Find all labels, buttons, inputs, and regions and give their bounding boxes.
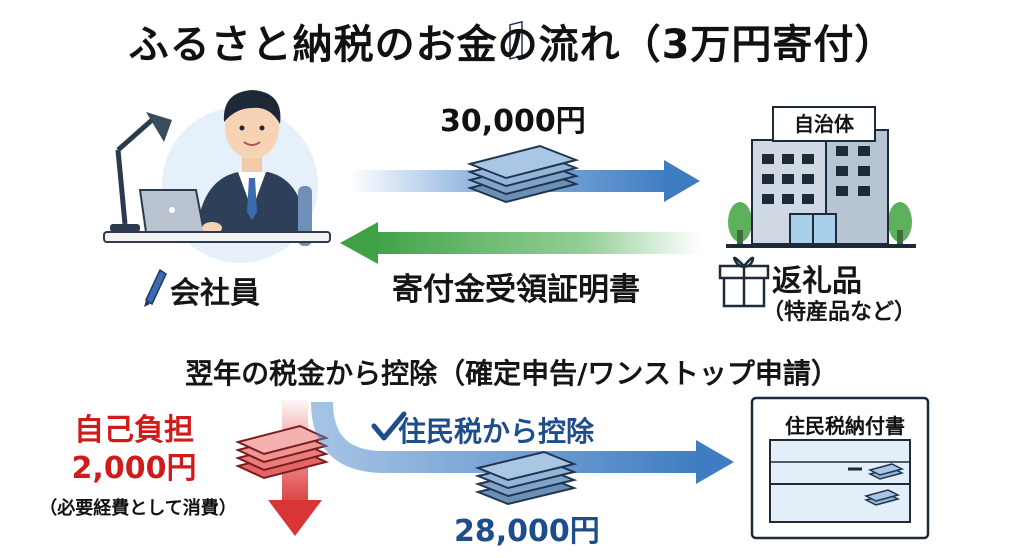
self-burden-amount: 2,000円: [71, 451, 197, 486]
deduction-label: 住民税から控除: [398, 415, 595, 448]
employee-label: 会社員: [170, 276, 260, 311]
self-burden-block: 自己負担 2,000円: [44, 412, 224, 488]
red-money-stack-icon: [235, 424, 329, 480]
receipt-label: 寄付金受領証明書: [392, 272, 640, 308]
deduction-amount: 28,000円: [454, 514, 600, 549]
slip-money-icon: [863, 463, 905, 506]
donation-amount: 30,000円: [440, 104, 586, 139]
pen-icon: [144, 268, 167, 307]
receipt-arrow: [340, 222, 700, 264]
check-icon: [371, 411, 407, 441]
resident-tax-slip: [750, 396, 930, 540]
municipality-label: 自治体: [772, 106, 876, 142]
deduction-subtitle: 翌年の税金から控除（確定申告/ワンストップ申請）: [185, 357, 839, 390]
deduction-arrow: [311, 401, 734, 484]
money-stack-bottom-icon: [474, 450, 578, 506]
slip-title: 住民税納付書: [785, 414, 905, 438]
self-burden-note: （必要経費として消費）: [39, 498, 237, 519]
gift-label: 返礼品: [772, 264, 862, 299]
municipality-building: [726, 129, 916, 248]
gift-icon: [718, 256, 770, 308]
page-title: ふるさと納税のお金の流れ（3万円寄付）: [128, 22, 896, 68]
money-stack-icon: [466, 20, 580, 204]
self-burden-title: 自己負担: [74, 413, 194, 448]
gift-note: （特産品など）: [762, 300, 917, 325]
employee-illustration: [103, 90, 331, 263]
